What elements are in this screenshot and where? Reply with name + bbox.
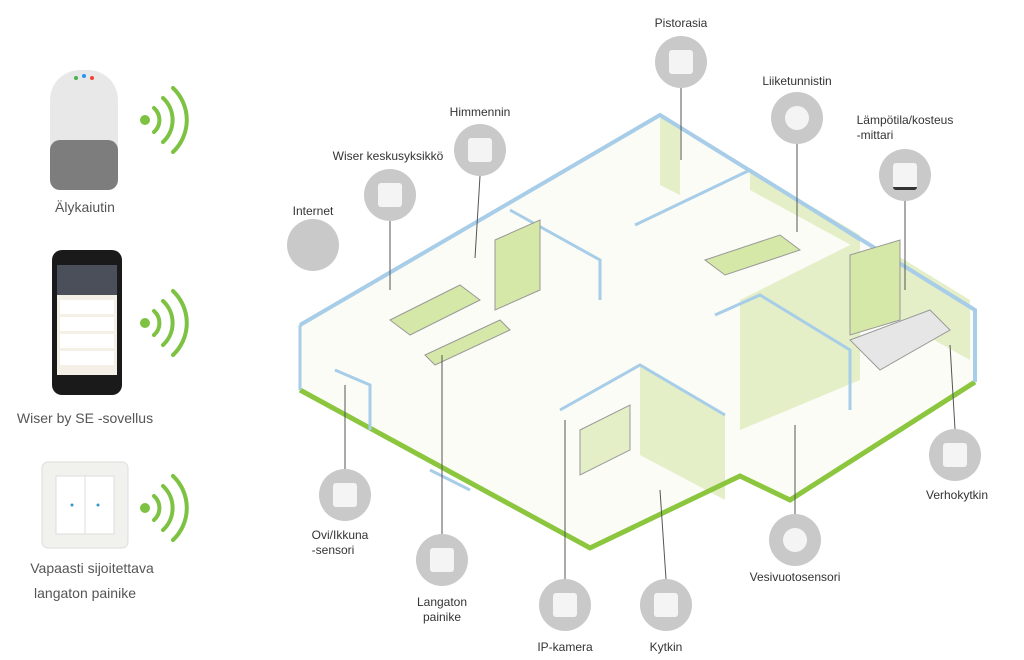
label-thermometer: Lämpötila/kosteus-mittari [856,113,954,142]
dimmer-icon [454,124,506,176]
wireless-button-small-icon [416,534,468,586]
label-switch: Kytkin [649,640,683,654]
label-motion: Liiketunnistin [762,74,832,88]
wireless-wave-icons [140,86,189,542]
label-door-sensor: Ovi/Ikkuna-sensori [311,528,369,557]
label-smart-speaker: Älykaiutin [55,199,115,215]
label-free-button-1: Vapaasti sijoitettava [30,560,154,576]
smart-speaker-icon [50,70,118,190]
curtain-switch-icon [929,429,981,481]
label-camera: IP-kamera [537,640,593,654]
label-dimmer: Himmennin [449,105,511,119]
label-curtain: Verhokytkin [925,488,989,502]
label-internet: Internet [292,204,334,218]
label-hub: Wiser keskusyksikkö [332,149,444,163]
label-free-button-2: langaton painike [34,585,136,601]
wifi-icon [287,219,339,271]
water-leak-sensor-icon [769,514,821,566]
label-socket: Pistorasia [654,16,708,30]
socket-icon [655,36,707,88]
switch-icon [640,579,692,631]
motion-sensor-icon [771,92,823,144]
label-leak: Vesivuotosensori [749,570,841,584]
wireless-button-icon [41,461,129,549]
smartphone-icon [52,250,122,395]
door-window-sensor-icon [319,469,371,521]
label-app: Wiser by SE -sovellus [16,410,154,426]
thermometer-icon [879,149,931,201]
hub-icon [364,169,416,221]
camera-icon [539,579,591,631]
